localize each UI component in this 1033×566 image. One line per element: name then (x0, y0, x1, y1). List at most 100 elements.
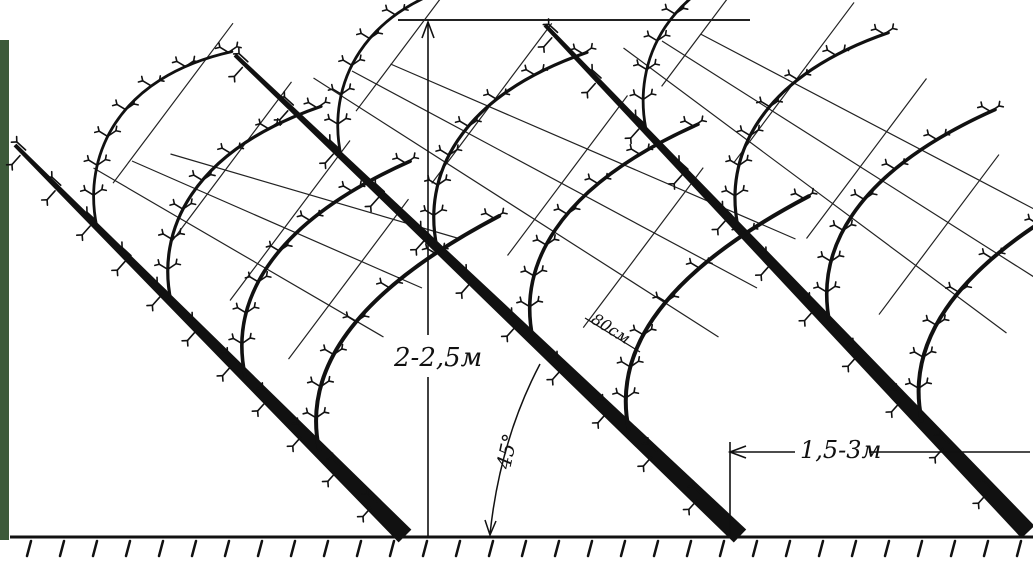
twig (890, 402, 901, 413)
twig (173, 203, 184, 210)
twig (597, 413, 607, 424)
trellis-cross-wire (661, 0, 728, 87)
twig (817, 286, 828, 293)
trellis-wire (390, 63, 796, 240)
twig (794, 192, 805, 200)
twig (346, 315, 357, 323)
ground-hatch-mark (157, 539, 165, 558)
twig (838, 254, 845, 258)
twig (267, 122, 278, 130)
twig (323, 411, 330, 414)
twig (740, 129, 751, 137)
twig (328, 118, 339, 125)
twig (278, 110, 289, 121)
twig (510, 312, 522, 323)
twig (96, 158, 107, 167)
twig (359, 184, 366, 188)
twig (359, 58, 366, 62)
twig (524, 270, 535, 277)
twig (912, 346, 916, 353)
twig (545, 238, 556, 246)
twig (92, 188, 103, 196)
twig (913, 351, 924, 358)
height-arrow-top (421, 19, 435, 39)
twig (765, 251, 776, 262)
lateral-branch (92, 50, 234, 229)
height-label-bg (390, 335, 470, 377)
ground-hatch-mark (586, 539, 594, 558)
twig (520, 300, 531, 308)
twig (423, 205, 427, 212)
twig (257, 275, 268, 283)
twig (989, 105, 1000, 113)
twig (735, 227, 746, 235)
twig (484, 208, 487, 215)
twig (394, 8, 405, 16)
twig (316, 101, 327, 109)
twig (535, 234, 539, 241)
twig (247, 271, 251, 278)
twig (688, 499, 698, 511)
twig (238, 52, 249, 63)
twig (229, 146, 240, 155)
twig (788, 73, 799, 81)
twig (238, 146, 245, 150)
twig (943, 318, 950, 322)
twig (232, 337, 243, 345)
twig (11, 154, 21, 166)
ground-hatch-mark (124, 539, 132, 558)
twig (843, 48, 850, 52)
ground-hatch-mark (91, 539, 99, 558)
twig (633, 328, 645, 336)
twig (734, 189, 745, 197)
row-spacing-label-bg (795, 430, 869, 462)
twig (645, 63, 656, 71)
row-spacing-arrow-left (727, 445, 747, 459)
twig (863, 192, 874, 201)
angle-label: 45° (491, 431, 522, 472)
row-spacing-label: 1,5-3м (800, 436, 881, 464)
twig (647, 442, 658, 453)
twig (317, 214, 324, 217)
twig (556, 355, 567, 366)
twig (415, 239, 425, 251)
twig (495, 92, 506, 101)
twig (738, 159, 748, 167)
ground-hatch-mark (289, 539, 297, 558)
twig (81, 225, 91, 236)
twig (601, 399, 613, 409)
twig (330, 83, 334, 90)
twig (340, 87, 351, 95)
trellis-cross-wire (806, 78, 927, 239)
lateral-branch (166, 104, 323, 303)
ground-hatch-mark (916, 539, 924, 558)
twig (749, 129, 760, 137)
twig (504, 92, 511, 96)
twig (179, 232, 186, 236)
twig (278, 244, 289, 252)
twig (348, 87, 355, 91)
twig (759, 96, 762, 103)
twig (175, 56, 178, 63)
twig (170, 232, 181, 240)
twig (821, 255, 832, 263)
twig (311, 380, 322, 388)
twig (620, 360, 632, 368)
twig (637, 63, 648, 71)
twig (547, 23, 559, 34)
lateral-branch (314, 213, 502, 452)
twig (895, 388, 907, 399)
twig (636, 59, 639, 66)
twig (231, 333, 235, 340)
ground-hatch-mark (619, 539, 627, 558)
twig (590, 47, 597, 50)
twig (465, 269, 476, 279)
lateral-branch (916, 224, 1033, 423)
twig (434, 247, 445, 255)
twig (1028, 218, 1033, 222)
twig (386, 8, 397, 16)
twig (404, 156, 415, 164)
twig (816, 281, 820, 288)
twig (808, 297, 820, 307)
twig (388, 281, 399, 289)
